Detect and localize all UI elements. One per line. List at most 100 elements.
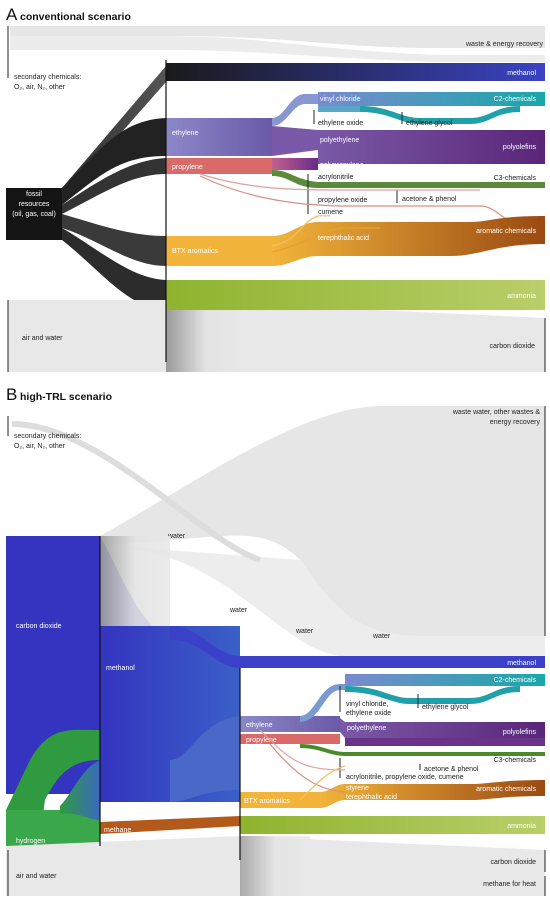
- flow-btx-thin-1: [271, 215, 330, 247]
- label-aromatic-a: aromatic chemicals: [476, 228, 536, 235]
- label-ethylene-oxide-a: ethylene oxide: [318, 120, 363, 127]
- flow-methanol-to-olefins: [170, 716, 240, 802]
- label-methanol-b: methanol: [507, 660, 536, 667]
- flow-polypropylene-b: [345, 738, 545, 746]
- label-ammonia-b: ammonia: [507, 823, 536, 830]
- label-air-water-a: air and water: [22, 335, 63, 342]
- flow-polyolefins-b: [340, 718, 545, 738]
- label-acrylonitrile-b: acrylonitrile, propylene oxide, cumene: [346, 774, 464, 781]
- flow-ammonia-b: [240, 816, 545, 834]
- flow-hydrogen-up: [6, 729, 100, 836]
- flow-c3-a: [272, 170, 545, 188]
- label-waste-b-2: energy recovery: [490, 419, 541, 426]
- flow-co2-fade-a: [166, 300, 246, 372]
- label-water-b-4: water: [372, 633, 391, 640]
- label-btx-a: BTX aromatics: [172, 248, 218, 255]
- flow-waste-a: [10, 26, 545, 48]
- panel-a: A conventional scenario waste & energy r…: [6, 5, 546, 372]
- flow-water-b2: [100, 545, 545, 660]
- flow-methane-b: [100, 816, 240, 834]
- flow-methanol-a: [166, 63, 545, 81]
- flow-thin-b-2: [269, 743, 346, 793]
- flow-polyolefins-a: [318, 130, 545, 164]
- label-aromatic-b: aromatic chemicals: [476, 786, 536, 793]
- label-waste-b-1: waste water, other wastes &: [452, 409, 540, 416]
- label-vinyl-chloride-a: vinyl chloride: [320, 96, 361, 103]
- label-ethylene-glycol-a: ethylene glycol: [406, 120, 453, 127]
- flow-thin-b-1: [259, 729, 346, 771]
- flow-fossil-btx: [62, 214, 166, 266]
- flow-ethylene-glycol-b: [345, 686, 520, 704]
- label-co2-b-source: carbon dioxide: [16, 623, 62, 630]
- panel-b-letter: B: [6, 385, 17, 404]
- label-secondary-a-2: O₂, air, N₂, other: [14, 84, 66, 91]
- label-c3-a: C3-chemicals: [494, 175, 537, 182]
- label-polyethylene-a: polyethylene: [320, 137, 359, 144]
- label-methanol-b-node: methanol: [106, 665, 135, 672]
- label-ethylene-a: ethylene: [172, 130, 199, 137]
- label-co2-b: carbon dioxide: [490, 859, 536, 866]
- label-acetone-phenol-a: acetone & phenol: [402, 196, 457, 203]
- panel-b-title: high-TRL scenario: [20, 391, 112, 403]
- label-fossil-3: (oil, gas, coal): [12, 211, 56, 218]
- label-ethylene-glycol-b: ethylene glycol: [422, 704, 469, 711]
- flow-co2-fade-b: [240, 836, 310, 896]
- label-polyolefins-b: polyolefins: [503, 729, 537, 736]
- label-styrene-a: styrene: [318, 215, 341, 222]
- node-propylene-b: [240, 734, 340, 744]
- label-styrene-b: styrene: [346, 785, 369, 792]
- node-fossil: [6, 188, 62, 240]
- label-propylene-a: propylene: [172, 164, 203, 171]
- label-acetone-b: acetone & phenol: [424, 766, 479, 773]
- label-water-b-3: water: [295, 628, 314, 635]
- flow-thin-b-3: [299, 765, 346, 801]
- label-secondary-b-2: O₂, air, N₂, other: [14, 443, 66, 450]
- label-water-b-1: water: [167, 533, 186, 540]
- label-co2-a: carbon dioxide: [489, 343, 535, 350]
- flow-water-fade-b: [100, 536, 170, 626]
- flow-ethylene-vinyl: [272, 94, 318, 126]
- label-methane-heat-b: methane for heat: [483, 881, 536, 888]
- label-ammonia-a: ammonia: [507, 293, 536, 300]
- node-ethylene-a: [166, 118, 272, 156]
- label-fossil-1: fossil: [26, 191, 42, 198]
- label-ethylene-b: ethylene: [246, 722, 273, 729]
- label-secondary-b-1: secondary chemicals:: [14, 433, 81, 440]
- flow-water-waste-b: [100, 406, 545, 636]
- label-c2-a: C2-chemicals: [494, 96, 537, 103]
- flow-polypropylene-a: [272, 158, 318, 170]
- flow-fossil-propylene: [62, 158, 166, 214]
- flow-c2-b: [345, 674, 545, 686]
- label-water-b-2: water: [229, 607, 248, 614]
- label-air-water-b: air and water: [16, 873, 57, 880]
- flow-ethylene-glycol: [360, 106, 520, 124]
- label-polypropylene-a: polypropylene: [320, 162, 364, 169]
- flow-air-water-a: [8, 300, 545, 372]
- flow-c3-b: [300, 744, 545, 756]
- label-fossil-2: resources: [19, 201, 50, 208]
- flow-ethylene-oxide: [318, 106, 360, 112]
- label-cumene-a: cumene: [318, 209, 343, 216]
- panel-a-letter: A: [6, 5, 18, 24]
- flow-grey-a: [10, 36, 545, 62]
- flow-fossil-ammonia: [62, 228, 166, 310]
- label-propylene-b: propylene: [246, 737, 277, 744]
- panel-b: B high-TRL scenario waste water, other w…: [6, 385, 546, 896]
- label-terephthalic-b: terephthalic acid: [346, 794, 397, 801]
- node-btx-a: [166, 236, 272, 266]
- flow-propylene-thin-1: [199, 173, 480, 191]
- label-c3-b: C3-chemicals: [494, 757, 537, 764]
- label-propylene-oxide-a: propylene oxide: [318, 197, 368, 204]
- flow-fossil-ethylene: [62, 118, 166, 205]
- label-acrylonitrile-a: acrylonitrile: [318, 174, 354, 181]
- flow-methanol-b: [170, 626, 545, 668]
- flow-secondary-b: [11, 421, 261, 563]
- flow-hydrogen-methanol: [60, 760, 100, 820]
- node-ethylene-b: [240, 716, 340, 732]
- node-propylene-a: [166, 158, 272, 174]
- label-methane-b: methane: [104, 827, 131, 834]
- node-btx-b: [240, 792, 320, 808]
- flow-aromatic-a: [272, 216, 545, 266]
- label-hydrogen-b: hydrogen: [16, 838, 45, 845]
